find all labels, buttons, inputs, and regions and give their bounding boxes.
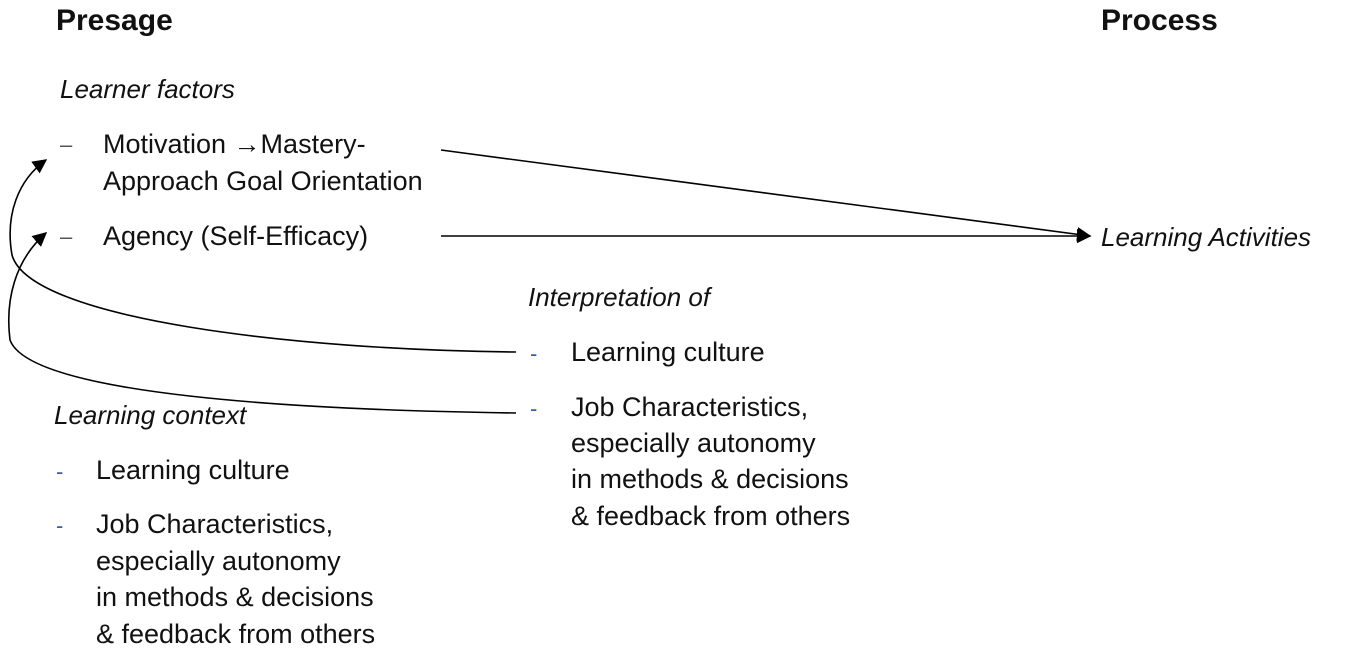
process-header: Process xyxy=(1101,4,1218,37)
learner-factor-motivation-line2: Approach Goal Orientation xyxy=(103,166,423,196)
learner-factor-motivation-line1: Motivation →Mastery- xyxy=(103,129,366,159)
interpretation-bullet: - xyxy=(530,341,538,366)
arrow-motivation-to-activities xyxy=(440,149,1092,242)
learner-factor-bullet: – xyxy=(60,132,73,157)
presage-header: Presage xyxy=(56,4,173,37)
learner-factors-title: Learner factors xyxy=(60,74,235,104)
interpretation-learning-culture: Learning culture xyxy=(571,337,765,367)
interpretation-title: Interpretation of xyxy=(528,282,711,312)
learning-activities-label: Learning Activities xyxy=(1101,222,1312,252)
context-learning-culture: Learning culture xyxy=(96,455,290,485)
context-job-line2: especially autonomy xyxy=(96,546,341,576)
interpretation-job-line2: especially autonomy xyxy=(571,428,816,458)
context-job-line1: Job Characteristics, xyxy=(96,509,334,539)
arrow-culture-to-motivation xyxy=(9,159,517,353)
learner-factor-bullet: – xyxy=(60,224,73,249)
interpretation-bullet: - xyxy=(530,396,538,421)
interpretation-job-line4: & feedback from others xyxy=(571,501,851,531)
learning-context-title: Learning context xyxy=(54,400,247,430)
arrow-job-to-agency xyxy=(7,232,517,414)
learner-factor-agency: Agency (Self-Efficacy) xyxy=(103,221,369,251)
interpretation-job-line3: in methods & decisions xyxy=(571,464,849,494)
interpretation-job-line1: Job Characteristics, xyxy=(571,392,809,422)
context-bullet: - xyxy=(56,459,64,484)
context-bullet: - xyxy=(56,513,64,538)
context-job-line3: in methods & decisions xyxy=(96,582,374,612)
context-job-line4: & feedback from others xyxy=(96,619,376,649)
